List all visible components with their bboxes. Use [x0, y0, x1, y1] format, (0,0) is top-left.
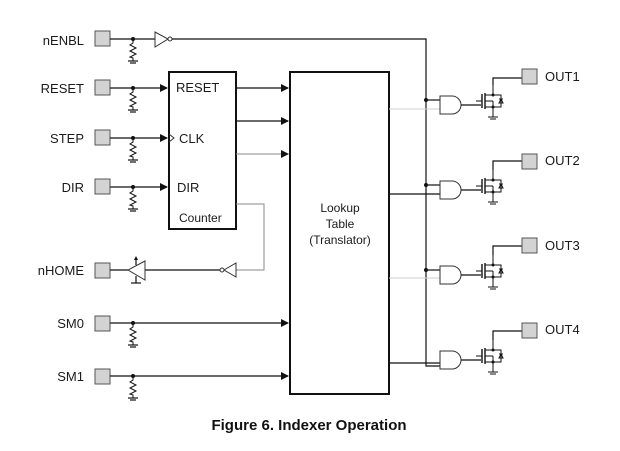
input-label-nhome: nHOME: [38, 263, 85, 278]
pulldown-resistor-icon: [127, 184, 139, 212]
inverter-nenbl-icon: [154, 31, 170, 48]
lookup-line-1: Lookup: [320, 201, 360, 215]
wire-enable-bus: [172, 38, 440, 367]
and-gate-3-icon: [439, 265, 462, 285]
input-label-step: STEP: [50, 131, 84, 146]
wire-out-2: [492, 160, 522, 170]
lookup-line-3: (Translator): [309, 233, 371, 247]
mosfet-1-icon: [475, 84, 504, 120]
and-gate-4-icon: [439, 350, 462, 370]
input-label-sm0: SM0: [57, 316, 84, 331]
input-label-dir: DIR: [62, 180, 84, 195]
input-label-reset: RESET: [41, 81, 84, 96]
junction-dot: [424, 268, 428, 272]
output-label-out1: OUT1: [545, 69, 580, 84]
pulldown-resistor-icon: [127, 320, 139, 348]
mosfet-2-icon: [475, 169, 504, 205]
figure-caption: Figure 6. Indexer Operation: [211, 417, 406, 434]
inverter-bubble-icon: [167, 36, 173, 42]
counter-pin-clk: CLK: [179, 131, 205, 146]
output-label-out2: OUT2: [545, 153, 580, 168]
lookup-line-2: Table: [326, 217, 355, 231]
wire-out-1: [492, 77, 522, 85]
and-gate-2-icon: [439, 180, 462, 200]
pad-step: [94, 129, 111, 146]
wire-out-4: [492, 330, 522, 340]
and-gate-1-icon: [439, 95, 462, 115]
open-drain-buffer-icon: [126, 260, 146, 281]
mosfet-3-icon: [475, 254, 504, 290]
arrow-up-icon: [134, 256, 138, 260]
pad-out1: [521, 68, 538, 85]
input-label-sm1: SM1: [57, 369, 84, 384]
pad-out4: [521, 322, 538, 339]
pad-nenbl: [94, 30, 111, 47]
pad-sm0: [94, 315, 111, 332]
inverter-nhome-icon: [223, 262, 237, 278]
pad-out2: [521, 153, 538, 170]
inverter-bubble-icon: [219, 267, 225, 273]
counter-pin-reset: RESET: [176, 80, 219, 95]
lookup-table-block: [289, 71, 390, 395]
output-label-out3: OUT3: [545, 238, 580, 253]
wire-out-3: [492, 245, 522, 255]
mosfet-4-icon: [475, 339, 504, 375]
pulldown-resistor-icon: [127, 135, 139, 163]
junction-dot: [424, 98, 428, 102]
input-label-nenbl: nENBL: [43, 33, 84, 48]
pulldown-resistor-icon: [127, 85, 139, 113]
counter-block: [168, 71, 237, 230]
junction-dot: [424, 183, 428, 187]
counter-pin-dir: DIR: [177, 180, 199, 195]
pulldown-resistor-icon: [127, 36, 139, 64]
pad-dir: [94, 178, 111, 195]
pad-sm1: [94, 368, 111, 385]
pulldown-resistor-icon: [127, 373, 139, 401]
wire-counter-home: [236, 203, 265, 271]
pad-reset: [94, 79, 111, 96]
pad-nhome: [94, 262, 111, 279]
counter-title: Counter: [179, 211, 222, 225]
pad-out3: [521, 237, 538, 254]
clock-edge-icon: [168, 133, 175, 143]
output-label-out4: OUT4: [545, 322, 580, 337]
